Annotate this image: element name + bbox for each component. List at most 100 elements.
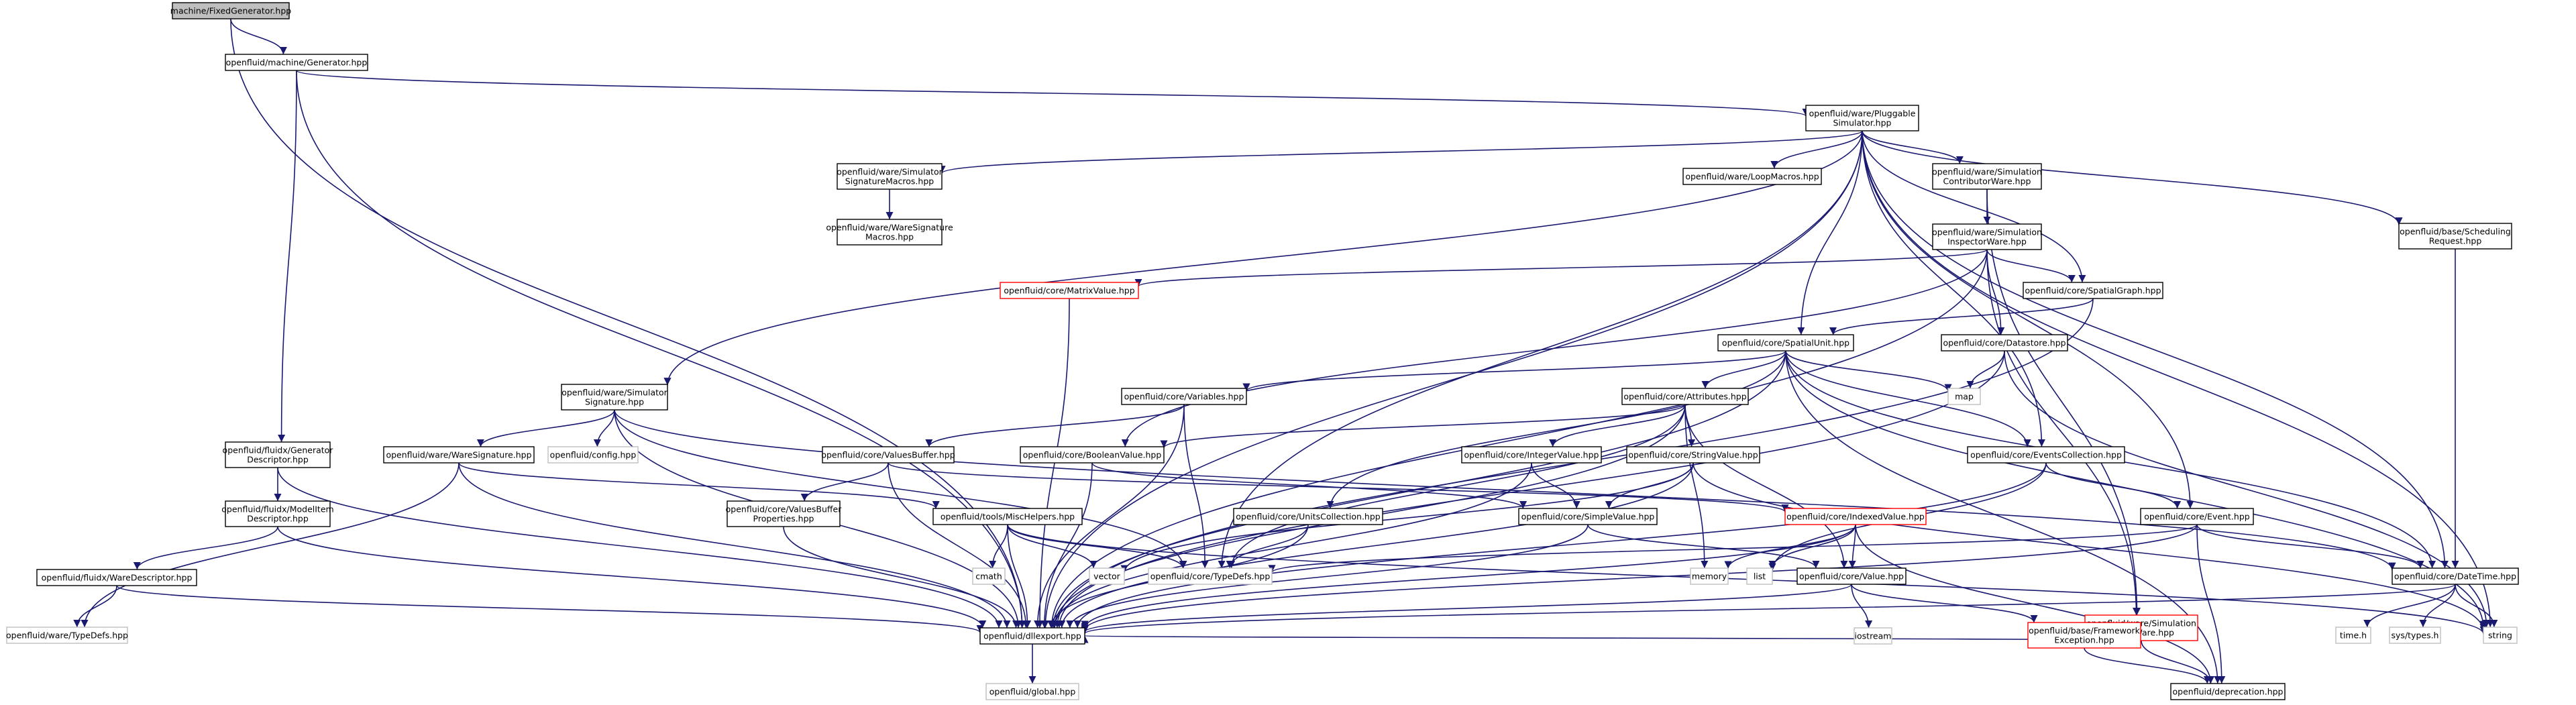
node-box: [2023, 282, 2163, 299]
node-datetime[interactable]: openfluid/core/DateTime.hpp: [2392, 567, 2519, 585]
node-label-line: Simulator.hpp: [1833, 118, 1892, 128]
node-box: [36, 569, 197, 586]
node-fixedgen[interactable]: machine/FixedGenerator.hpp: [170, 2, 291, 19]
node-box: [547, 446, 639, 464]
edge-mischelpers-to-cmath: [989, 524, 1008, 569]
node-eventscoll[interactable]: openfluid/core/EventsCollection.hpp: [1967, 446, 2125, 464]
node-label-line: InspectorWare.hpp: [1947, 237, 2027, 247]
node-label-line: openfluid/core/BooleanValue.hpp: [1023, 450, 1162, 460]
node-matrixvalue[interactable]: openfluid/core/MatrixValue.hpp: [1000, 282, 1139, 299]
node-waresignature[interactable]: openfluid/ware/WareSignature.hpp: [383, 446, 535, 464]
edge-mischelpers-to-dllexport: [1007, 524, 1032, 629]
node-variables[interactable]: openfluid/core/Variables.hpp: [1121, 388, 1247, 405]
node-label-line: openfluid/global.hpp: [989, 687, 1076, 697]
node-dllexport[interactable]: openfluid/dllexport.hpp: [979, 627, 1085, 645]
node-generator[interactable]: openfluid/machine/Generator.hpp: [225, 54, 368, 71]
node-indexedvalue[interactable]: openfluid/core/IndexedValue.hpp: [1784, 508, 1927, 525]
node-label-line: openfluid/fluidx/WareDescriptor.hpp: [42, 573, 193, 583]
node-spatialgraph[interactable]: openfluid/core/SpatialGraph.hpp: [2023, 282, 2163, 299]
node-label-line: Signature.hpp: [585, 397, 644, 407]
node-stringvalue[interactable]: openfluid/core/StringValue.hpp: [1626, 446, 1760, 464]
node-label-line: cmath: [975, 572, 1002, 582]
edge-integervalue-to-dllexport: [1051, 462, 1532, 629]
edge-spatialunit-to-unitscoll: [1326, 350, 1786, 509]
node-box: [1941, 334, 2068, 351]
node-loopmacros[interactable]: openfluid/ware/LoopMacros.hpp: [1682, 168, 1822, 185]
edge-waresignature-to-mischelpers: [458, 462, 940, 509]
node-siminspector[interactable]: openfluid/ware/SimulationInspectorWare.h…: [1932, 223, 2042, 250]
node-label-line: string: [2488, 631, 2512, 641]
edge-booleanvalue-to-simplevalue: [1091, 462, 1527, 509]
node-vbprops[interactable]: openfluid/core/ValuesBufferProperties.hp…: [726, 500, 843, 527]
node-box: [1682, 168, 1822, 185]
node-label-line: Request.hpp: [2429, 236, 2482, 246]
node-valuesbuffer[interactable]: openfluid/core/ValuesBuffer.hpp: [821, 446, 955, 464]
node-label-line: openfluid/core/DateTime.hpp: [2394, 572, 2516, 582]
node-systypes: sys/types.h: [2389, 627, 2441, 644]
node-event[interactable]: openfluid/core/Event.hpp: [2140, 508, 2254, 525]
node-deprecation[interactable]: openfluid/deprecation.hpp: [2170, 683, 2286, 700]
node-simcontrib[interactable]: openfluid/ware/SimulationContributorWare…: [1932, 163, 2042, 190]
node-booleanvalue[interactable]: openfluid/core/BooleanValue.hpp: [1020, 446, 1165, 464]
edge-siminspector-to-matrixvalue: [1134, 249, 1988, 287]
node-box: [1796, 567, 1907, 585]
node-label-line: openfluid/ware/LoopMacros.hpp: [1685, 172, 1819, 182]
node-label-line: machine/FixedGenerator.hpp: [170, 6, 291, 16]
node-label-line: openfluid/ware/Simulator: [561, 388, 667, 398]
node-box: [383, 446, 535, 464]
edge-generator-to-pluggable: [296, 70, 1809, 117]
node-simplevalue[interactable]: openfluid/core/SimpleValue.hpp: [1518, 508, 1658, 525]
node-vector: vector: [1089, 567, 1125, 585]
node-box: [561, 384, 668, 411]
node-datastore[interactable]: openfluid/core/Datastore.hpp: [1941, 334, 2068, 351]
node-label-line: openfluid/ware/Simulator: [837, 167, 943, 177]
node-waredesc[interactable]: openfluid/fluidx/WareDescriptor.hpp: [36, 569, 197, 586]
node-box: [225, 441, 331, 468]
node-sigmacros[interactable]: openfluid/ware/SimulatorSignatureMacros.…: [837, 163, 943, 190]
edge-event-to-dllexport: [1081, 524, 2198, 631]
node-label-line: openfluid/core/MatrixValue.hpp: [1004, 286, 1134, 296]
edge-event-to-deprecation: [2196, 524, 2226, 684]
edge-fwexception-to-deprecation: [2084, 647, 2211, 684]
node-label-line: openfluid/core/Event.hpp: [2144, 512, 2250, 522]
node-box: [985, 683, 1079, 700]
node-integervalue[interactable]: openfluid/core/IntegerValue.hpp: [1461, 446, 1602, 464]
node-box: [2027, 622, 2141, 649]
node-label-line: openfluid/ware/TypeDefs.hpp: [6, 631, 128, 641]
node-box: [1932, 223, 2042, 250]
edge-spatialunit-to-eventscoll: [1785, 350, 2031, 447]
node-unitscoll[interactable]: openfluid/core/UnitsCollection.hpp: [1233, 508, 1383, 525]
node-map: map: [1947, 388, 1981, 405]
edge-value-to-fwexception: [1851, 584, 2038, 623]
node-attributes[interactable]: openfluid/core/Attributes.hpp: [1621, 388, 1749, 405]
edge-integervalue-to-simplevalue: [1531, 462, 1580, 509]
node-label-line: openfluid/core/Attributes.hpp: [1623, 392, 1746, 402]
edge-pluggable-to-spatialgraph: [1862, 130, 2086, 283]
node-mischelpers[interactable]: openfluid/tools/MiscHelpers.hpp: [932, 508, 1083, 525]
edge-variables-to-dllexport: [1034, 404, 1185, 629]
edge-mischelpers-to-vector: [1007, 524, 1097, 569]
node-box: [1784, 508, 1927, 525]
node-value[interactable]: openfluid/core/Value.hpp: [1796, 567, 1907, 585]
edge-valuesbuffer-to-dllexport: [888, 462, 1030, 629]
edge-indexedvalue-to-dllexport: [1081, 524, 1856, 629]
edge-pluggable-to-loopmacros: [1770, 130, 1863, 169]
node-box: [1690, 567, 1729, 585]
node-spatialunit[interactable]: openfluid/core/SpatialUnit.hpp: [1717, 334, 1854, 351]
edge-attributes-to-integervalue: [1549, 404, 1686, 447]
node-global: openfluid/global.hpp: [985, 683, 1079, 700]
node-list: list: [1746, 567, 1773, 585]
edge-attributes-to-memory: [1684, 404, 1709, 569]
edge-datetime-to-timeh: [2363, 584, 2456, 628]
edge-gendesc-to-dllexport: [277, 467, 1003, 629]
node-label-line: list: [1754, 572, 1766, 582]
node-configh: openfluid/config.hpp: [547, 446, 639, 464]
node-box: [2392, 567, 2519, 585]
